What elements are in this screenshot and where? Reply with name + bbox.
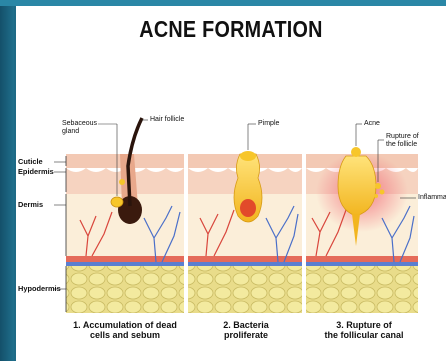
stage-caption-2: 2. Bacteria proliferate [194,320,298,340]
diagram-panel: ACNE FORMATION [16,6,446,361]
skin-panel-1 [66,118,184,313]
label-sebaceous-gland: Sebaceous gland [62,120,97,136]
label-hair-follicle: Hair follicle [150,116,184,124]
label-rupture-of-follicle: Rupture of the follicle [386,133,419,149]
stage-caption-3: 3. Rupture of the follicular canal [308,320,420,340]
skin-panel-3 [306,147,418,313]
layer-label-hypodermis: Hypodermis [18,285,61,293]
skin-panel-2 [188,151,302,313]
label-pimple: Pimple [258,120,279,128]
stage-caption-1: 1. Accumulation of dead cells and sebum [62,320,188,340]
layer-label-epidermis: Epidermis [18,168,54,176]
label-inflammation: Inflamma [418,194,446,202]
layer-label-cuticle: Cuticle [18,158,43,166]
label-acne: Acne [364,120,380,128]
left-frame-edge [0,0,14,361]
layer-label-dermis: Dermis [18,201,43,209]
skin-diagram [16,6,446,361]
